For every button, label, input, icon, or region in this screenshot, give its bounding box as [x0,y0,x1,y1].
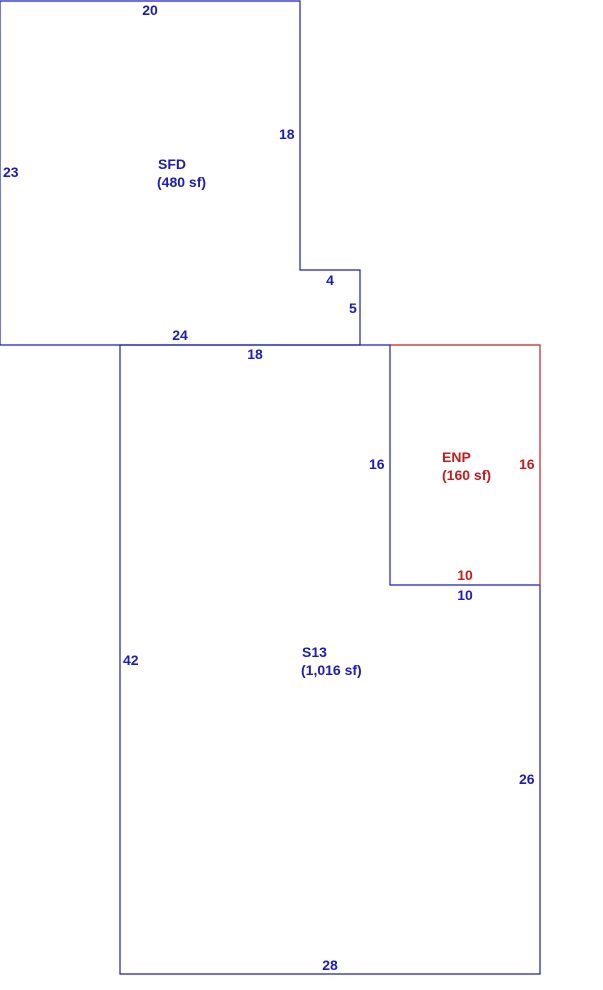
dim-enp-right: 16 [519,456,535,472]
dim-s13-step: 10 [457,587,473,603]
s13-area-label: (1,016 sf) [301,662,362,678]
s13-name-label: S13 [302,644,327,660]
dim-s13-left: 42 [123,652,139,668]
s13-outline [119,344,541,975]
dim-sfd-step-height: 5 [349,300,357,316]
sfd-outline [0,0,361,346]
dim-s13-bottom: 28 [322,957,338,973]
dim-s13-top: 18 [247,346,263,362]
enp-area-label: (160 sf) [442,467,491,483]
dim-sfd-upper-right: 18 [279,126,295,142]
enp-outline [390,344,541,585]
dim-sfd-left: 23 [3,164,19,180]
dim-s13-right: 26 [519,771,535,787]
dim-enp-bottom: 10 [457,567,473,583]
dim-sfd-top: 20 [142,2,158,18]
dim-s13-enp-side: 16 [369,456,385,472]
dim-sfd-bottom: 24 [172,327,188,343]
sfd-area-label: (480 sf) [157,174,206,190]
sfd-name-label: SFD [158,156,186,172]
enp-name-label: ENP [442,449,471,465]
dim-sfd-step-width: 4 [326,272,334,288]
